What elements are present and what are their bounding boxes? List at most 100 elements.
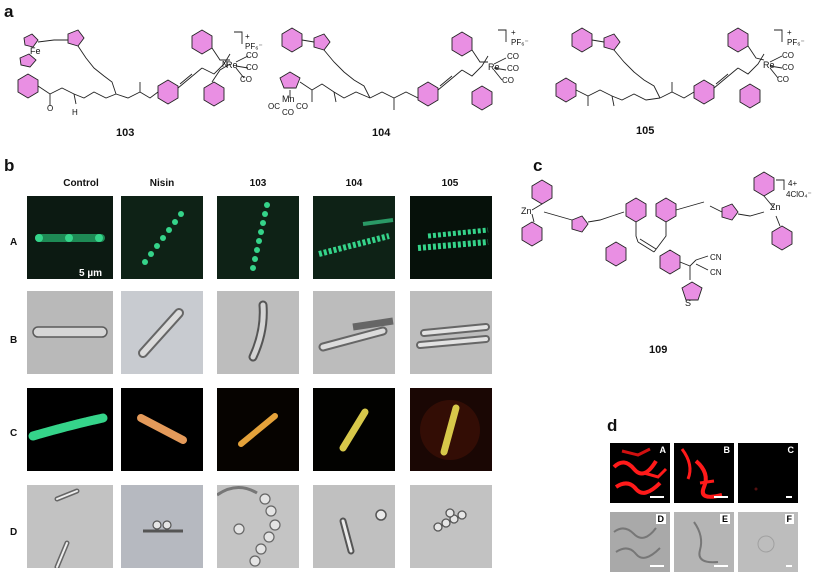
row-label-b: B xyxy=(10,335,18,346)
row-label-c: C xyxy=(10,428,18,439)
tile-label: C xyxy=(787,445,795,455)
column-header-nisin: Nisin xyxy=(149,178,175,189)
triazole-ring xyxy=(603,33,621,51)
scale-bar xyxy=(786,496,792,498)
atom-cn-109b: CN xyxy=(710,268,722,277)
phenyl-ring-benzoyl xyxy=(555,77,577,103)
atom-co-104e: CO xyxy=(502,76,514,85)
micrograph-a-105 xyxy=(410,196,492,279)
micrograph-b-104 xyxy=(313,291,395,374)
pyridine-ring-2 xyxy=(471,85,493,111)
micrograph-c-105 xyxy=(410,388,492,471)
tile-d-f: F xyxy=(738,512,798,572)
atom-co-105c: CO xyxy=(777,75,789,84)
pyridine-ring-109-2 xyxy=(521,221,543,247)
structure-104 xyxy=(279,27,507,111)
structure-103 xyxy=(17,29,249,107)
pyridine-ring-1 xyxy=(727,27,749,53)
atom-zn-109b: Zn xyxy=(770,202,781,212)
phenyl-ring-2 xyxy=(693,79,715,105)
phenyl-ring-2 xyxy=(417,81,439,107)
column-header-105: 105 xyxy=(441,178,459,189)
tile-label: D xyxy=(655,514,666,524)
thiophene-ring xyxy=(681,281,703,301)
tile-label: A xyxy=(659,445,667,455)
scale-bar xyxy=(786,565,792,567)
pyridine-ring-1 xyxy=(191,29,213,55)
phenyl-ring-109-4 xyxy=(659,249,681,275)
phenyl-ring-109-2 xyxy=(605,241,627,267)
tile-label: B xyxy=(723,445,731,455)
atom-co-104d: CO xyxy=(507,64,519,73)
atom-co-103b: CO xyxy=(246,63,258,72)
panel-letter-d: d xyxy=(607,416,618,435)
phenyl-ring-1 xyxy=(17,73,39,99)
counterion-104: PF₆⁻ xyxy=(511,38,529,47)
pyridine-ring-1 xyxy=(451,31,473,57)
tile-d-d: D xyxy=(610,512,670,572)
counterion-105: PF₆⁻ xyxy=(787,38,805,47)
micrograph-d-104 xyxy=(313,485,395,568)
atom-re-104: Re xyxy=(488,62,500,72)
charge-109: 4+ xyxy=(788,179,798,188)
counterion-103: PF₆⁻ xyxy=(245,42,263,51)
row-label-d: D xyxy=(10,527,18,538)
scale-bar xyxy=(74,284,104,286)
column-header-control: Control xyxy=(63,178,99,189)
atom-co-105b: CO xyxy=(782,63,794,72)
atom-co-104b: CO xyxy=(296,102,308,111)
atom-o-103: O xyxy=(47,104,54,113)
atom-oc-104: OC xyxy=(268,102,280,111)
panel-letter-b: b xyxy=(4,156,15,175)
tile-d-c: C xyxy=(738,443,798,503)
compound-label-105: 105 xyxy=(636,125,655,137)
triazole-ring xyxy=(313,33,331,51)
phenyl-ring-2 xyxy=(157,79,179,105)
tile-d-a: A xyxy=(610,443,670,503)
phenyl-ring-benzyl xyxy=(571,27,593,53)
micrograph-b-control xyxy=(27,291,113,374)
atom-co-103c: CO xyxy=(240,75,252,84)
phenyl-ring-109-3 xyxy=(655,197,677,223)
micrograph-b-105 xyxy=(410,291,492,374)
column-header-104: 104 xyxy=(345,178,363,189)
pyridine-ring-109-3 xyxy=(753,171,775,197)
compound-label-103: 103 xyxy=(116,127,135,139)
atom-re-105: Re xyxy=(763,60,775,70)
compound-label-104: 104 xyxy=(372,127,391,139)
micrograph-a-nisin xyxy=(121,196,203,279)
tile-d-b: B xyxy=(674,443,734,503)
scale-bar-label: 5 µm xyxy=(79,268,102,279)
row-label-a: A xyxy=(10,237,18,248)
cp-ring xyxy=(279,71,301,89)
micrograph-d-nisin xyxy=(121,485,203,568)
atom-n-103: N xyxy=(222,60,228,69)
atom-co-104a: CO xyxy=(282,108,294,117)
micrograph-c-104 xyxy=(313,388,395,471)
scale-bar xyxy=(714,496,728,498)
charge-105: + xyxy=(787,28,792,37)
charge-104: + xyxy=(511,28,516,37)
triazole-ring-109-1 xyxy=(571,215,589,233)
phenyl-ring-benzyl xyxy=(281,27,303,53)
atom-re-103: Re xyxy=(226,60,238,70)
panel-letter-a: a xyxy=(4,2,14,21)
structure-109 xyxy=(521,171,793,301)
triazole-ring xyxy=(67,29,85,47)
micrograph-b-nisin xyxy=(121,291,203,374)
micrograph-d-103 xyxy=(217,485,299,568)
column-header-103: 103 xyxy=(249,178,267,189)
phenyl-ring-109-1 xyxy=(625,197,647,223)
micrograph-d-105 xyxy=(410,485,492,568)
atom-fe-103: Fe xyxy=(30,46,41,56)
micrograph-c-nisin xyxy=(121,388,203,471)
atom-co-104c: CO xyxy=(507,52,519,61)
scale-bar xyxy=(650,565,664,567)
atom-zn-109a: Zn xyxy=(521,206,532,216)
micrograph-b-103 xyxy=(217,291,299,374)
charge-103: + xyxy=(245,32,250,41)
micrograph-c-control xyxy=(27,388,113,471)
scale-bar xyxy=(714,565,728,567)
tile-d-e: E xyxy=(674,512,734,572)
structure-105 xyxy=(555,27,783,109)
